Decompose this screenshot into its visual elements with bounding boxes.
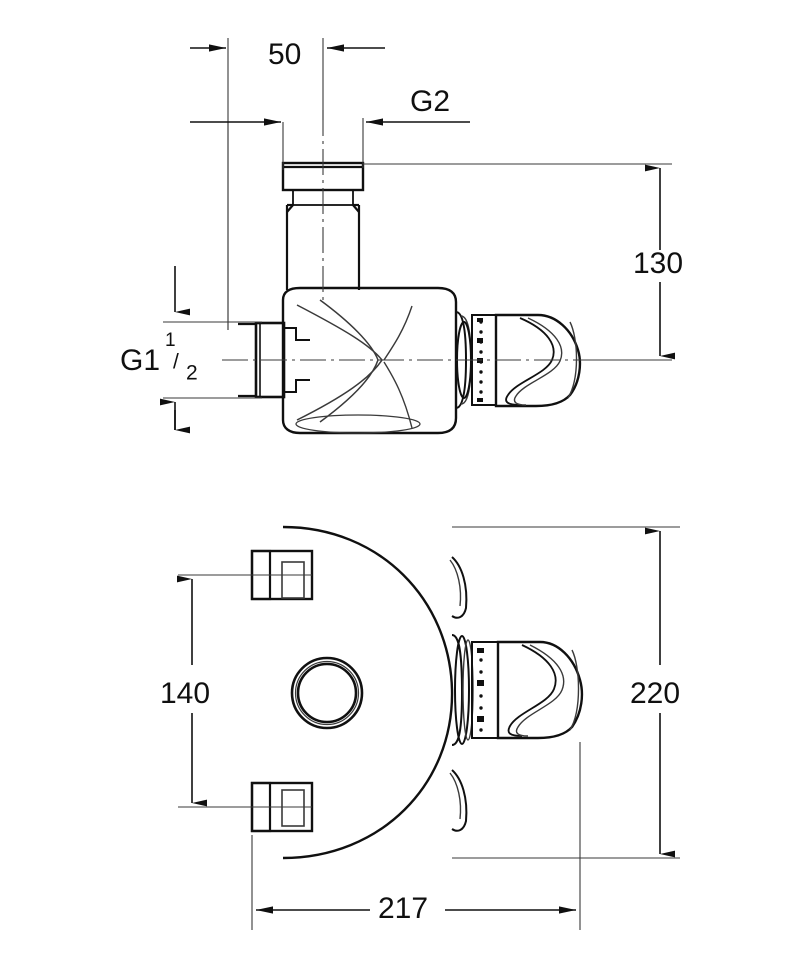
dimension-label-50: 50	[268, 38, 301, 71]
dimension-label-g2: G2	[410, 85, 450, 118]
front-center-boss	[290, 656, 364, 730]
front-handle-collar	[451, 634, 474, 746]
g1half-numerator: 1	[165, 330, 176, 351]
thermostatic-handle	[494, 313, 582, 408]
side-view-geometry	[222, 110, 600, 435]
dimension-label-130: 130	[633, 247, 683, 280]
side-view-centerlines	[222, 110, 600, 361]
front-lower-lobe	[449, 769, 468, 832]
front-view-geometry	[230, 525, 584, 860]
dimension-label-217: 217	[378, 892, 428, 925]
front-temperature-scale-ring	[471, 641, 499, 739]
g1half-denominator: 2	[186, 362, 198, 385]
dimension-label-g1half: G1 1 / 2	[120, 330, 198, 385]
g1half-main: G1	[120, 344, 160, 377]
front-view-dimensions	[177, 526, 680, 930]
g1half-slash: /	[173, 351, 179, 374]
riser-neck	[285, 203, 361, 290]
front-cover-outline	[282, 525, 454, 860]
dimension-label-140: 140	[160, 677, 210, 710]
front-thermostatic-handle	[496, 640, 584, 740]
dimension-label-220: 220	[630, 677, 680, 710]
front-upper-lobe	[449, 556, 468, 619]
side-view-dimensions	[160, 38, 675, 434]
